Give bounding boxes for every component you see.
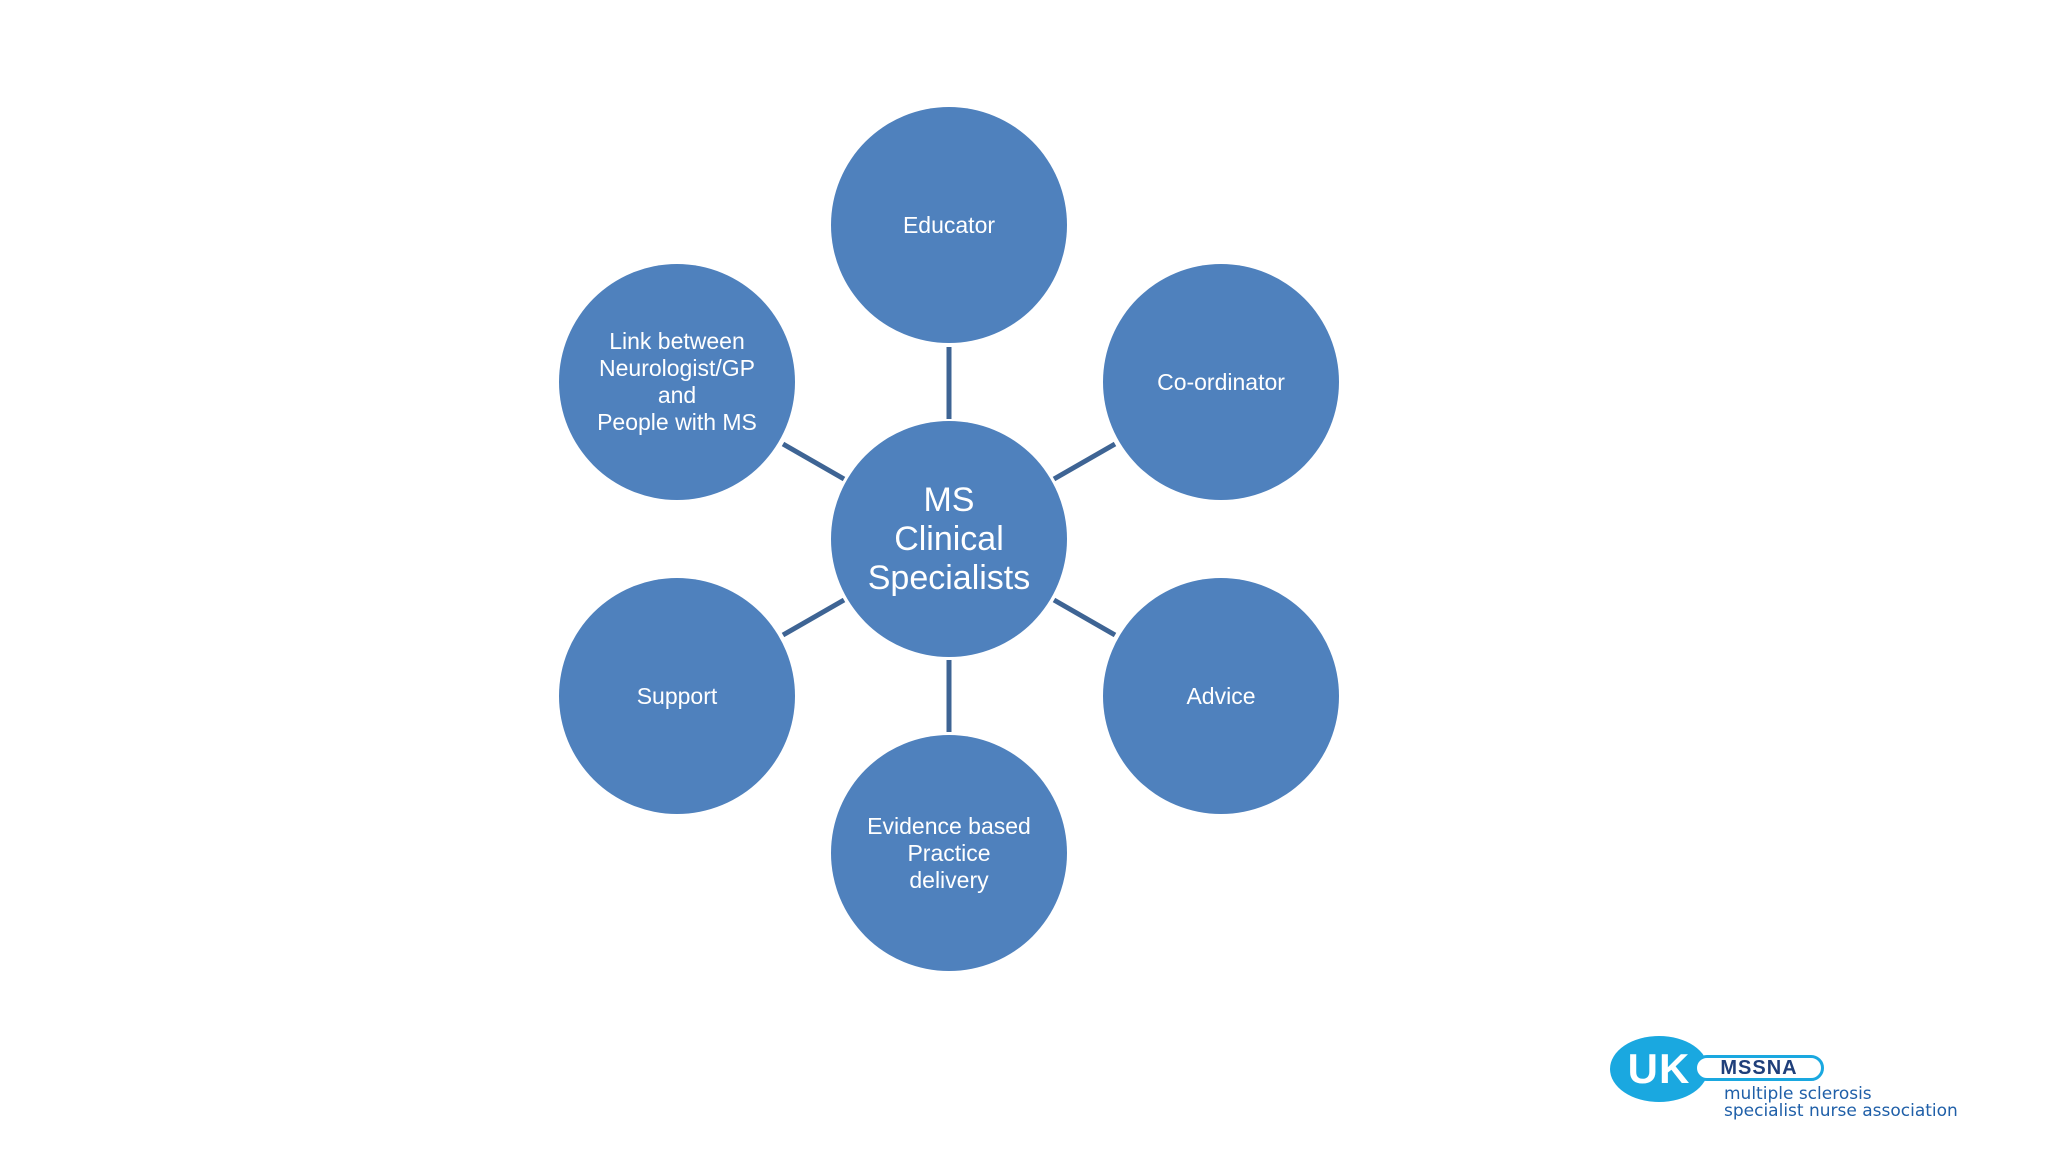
node-coordinator: Co-ordinator [1103, 264, 1339, 500]
logo-tagline-line2: specialist nurse association [1724, 1101, 1958, 1121]
center-node-ms-clinical-specialists: MS Clinical Specialists [831, 421, 1067, 657]
node-link-label: Link between Neurologist/GP and People w… [597, 328, 757, 435]
center-node-label: MS Clinical Specialists [867, 480, 1031, 597]
node-educator: Educator [831, 107, 1067, 343]
logo-tagline-line1: multiple sclerosis [1724, 1084, 1872, 1104]
node-advice-label: Advice [1186, 682, 1256, 709]
connector-advice [1052, 597, 1117, 638]
logo-name: MSSNA [1720, 1056, 1798, 1079]
logo-tagline: multiple sclerosis specialist nurse asso… [1724, 1086, 1958, 1120]
logo-badge: UK [1610, 1036, 1708, 1102]
node-coordinator-label: Co-ordinator [1157, 368, 1285, 395]
node-support: Support [559, 578, 795, 814]
connector-support [781, 597, 846, 638]
node-advice: Advice [1103, 578, 1339, 814]
node-link-between: Link between Neurologist/GP and People w… [559, 264, 795, 500]
connector-link [781, 441, 846, 482]
connector-coordinator [1052, 441, 1117, 482]
logo-badge-text: UK [1627, 1045, 1691, 1092]
node-evidence-label: Evidence based Practice delivery [867, 812, 1031, 893]
uk-mssna-logo: UK MSSNA multiple sclerosis specialist n… [1608, 1034, 2012, 1130]
node-educator-label: Educator [902, 211, 996, 238]
node-evidence-based-practice: Evidence based Practice delivery [831, 735, 1067, 971]
logo-name-pill: MSSNA [1694, 1055, 1824, 1081]
node-support-label: Support [636, 682, 718, 709]
